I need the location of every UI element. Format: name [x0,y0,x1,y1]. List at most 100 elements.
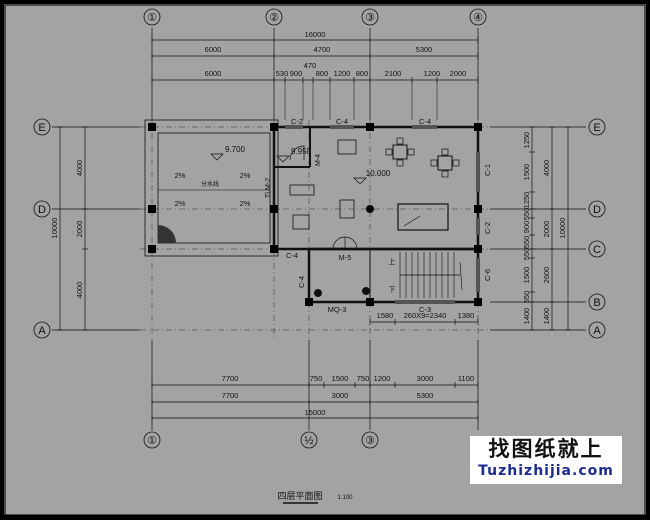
ridge-label: 分水线 [201,180,219,188]
dimension-text: 1250 [522,192,531,209]
dimension-text: 5300 [417,391,434,400]
axis-label-left: E [38,122,45,134]
dimension-text: 2000 [450,69,467,78]
round-column [366,205,374,213]
dimension-text: 7700 [222,391,239,400]
door-tag: MQ-3 [328,305,347,314]
axis-label-bottom: ③ [365,435,375,447]
dimension-text: 10000 [50,218,59,239]
watermark: 找图纸就上 Tuzhizhijia.com [470,436,622,484]
slope-text: 2% [175,171,186,180]
axis-label-bottom-bubble [361,431,379,449]
dimension-text: 260X9=2340 [404,311,447,320]
terrace-parapet [144,119,279,257]
window-tag: C-4 [336,117,348,126]
window-tag: C-4 [419,117,431,126]
dimension-text: 7700 [222,374,239,383]
plant [314,289,322,297]
dimension-text: 4700 [314,45,331,54]
chair [407,148,415,156]
axis-label-right-bubble [588,200,606,218]
elevation-marker [276,155,290,163]
column [474,205,482,213]
column [474,123,482,131]
frame-left-bar [0,0,4,520]
dimension-text: 530 [276,69,289,78]
column [474,245,482,253]
dimension-text: 3000 [332,391,349,400]
dimension-text: 1200 [374,374,391,383]
axis-label-right: D [593,204,601,216]
window [476,258,480,292]
dimension-text: 6000 [205,45,222,54]
drain-corner [158,225,176,243]
dimension-text: 550 [522,248,531,261]
plant [362,287,370,295]
dimension-text: 1500 [522,267,531,284]
drawing-title: 四层平面图 [277,491,322,501]
axis-label-right-bubble [588,240,606,258]
dimension-text: 1400 [522,308,531,325]
elevation-marker [353,177,367,185]
dimension-text: 470 [304,61,317,70]
column [474,298,482,306]
billiard-table [397,203,449,231]
watermark-line2: Tuzhizhijia.com [478,463,614,479]
axis-label-top: ① [147,12,157,24]
column [270,205,278,213]
window [330,125,354,129]
chair [430,159,438,167]
window [395,300,455,304]
frame-right-bar [646,0,650,520]
dimension-text: 6000 [205,69,222,78]
watermark-line1: 找图纸就上 [488,437,604,461]
dimension-text: 900 [290,69,303,78]
dimension-text: 5300 [416,45,433,54]
chair [452,159,460,167]
axis-label-right: A [593,325,601,337]
slope-text: 2% [175,199,186,208]
dimension-text: 15000 [305,408,326,417]
axis-label-top: ③ [365,12,375,24]
dimension-text: 800 [356,69,369,78]
frame-top-bar [0,0,650,4]
window [412,125,437,129]
column [148,205,156,213]
column [366,123,374,131]
window-tag: C-3 [419,305,431,314]
elevation-text: 9.950 [291,147,312,156]
axis-label-top-bubble [361,8,379,26]
table [437,155,453,171]
column [270,245,278,253]
dimension-text: 10000 [558,218,567,239]
axis-label-bottom-bubble [300,431,318,449]
dimension-text: 550 [522,208,531,221]
stair-handrail [459,261,463,291]
axis-label-top-bubble [143,8,161,26]
axis-label-right: E [593,122,600,134]
dimension-text: 1500 [522,164,531,181]
axis-label-bottom: ½ [304,435,313,447]
lower-wall [307,247,480,304]
window [476,218,480,235]
dimension-text: 1580 [377,311,394,320]
axis-label-bottom: ① [147,435,157,447]
axis-label-top: ④ [473,12,483,24]
chair [396,159,404,167]
axis-label-left: D [38,204,46,216]
axis-label-left-bubble [33,321,51,339]
chair [441,148,449,156]
axis-label-left: A [38,325,46,337]
stair-down-label: 下 [389,286,396,294]
chair [385,148,393,156]
dimension-text: 750 [310,374,323,383]
door-swing [289,145,305,161]
dimension-text: 1380 [458,311,475,320]
dimension-text: 550 [522,236,531,249]
column [366,298,374,306]
dimension-text: 2100 [385,69,402,78]
double-door-swing [332,236,358,250]
window-tag: C-1 [483,164,492,176]
chair [441,170,449,178]
